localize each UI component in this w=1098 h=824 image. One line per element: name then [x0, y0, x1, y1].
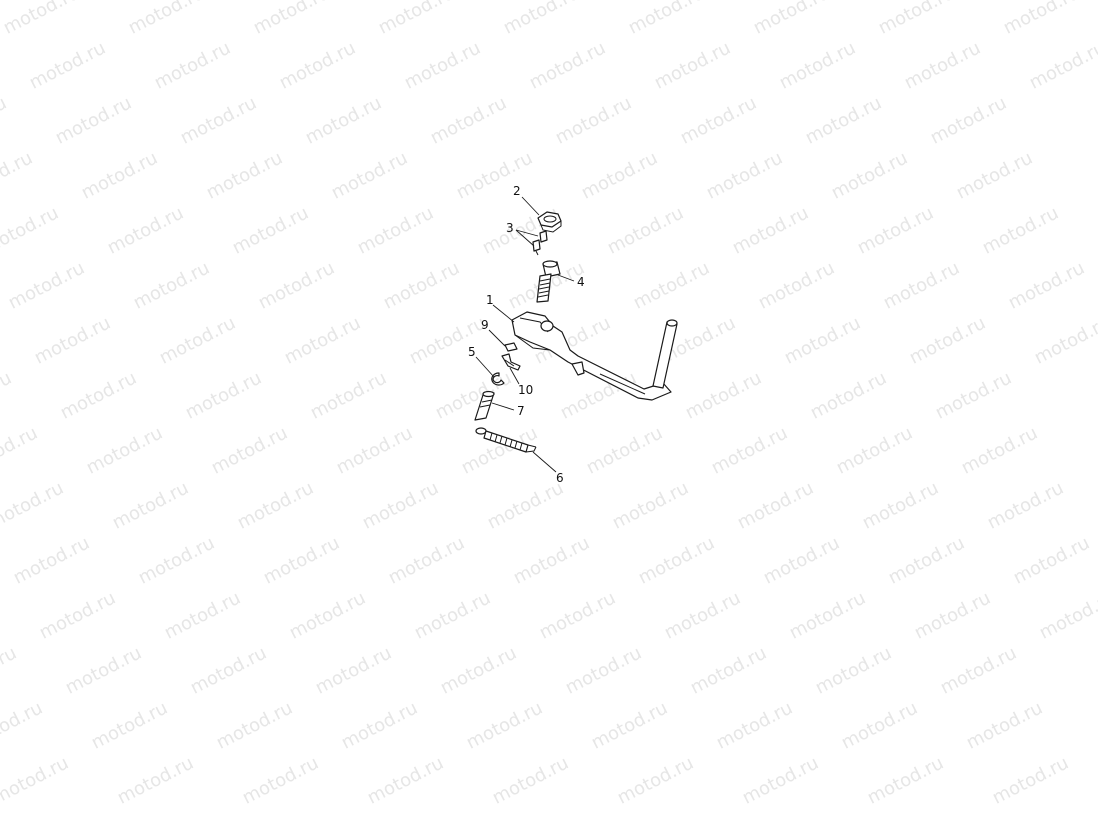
callout-7: 7 — [517, 404, 525, 418]
part-nut — [537, 211, 562, 233]
callout-5: 5 — [468, 345, 476, 359]
callout-1: 1 — [486, 293, 494, 307]
callout-3: 3 — [506, 221, 514, 235]
callout-10: 10 — [518, 383, 533, 397]
part-snap-ring — [491, 372, 505, 386]
part-side-stand — [511, 311, 678, 401]
callout-9: 9 — [481, 318, 489, 332]
callout-6: 6 — [556, 471, 564, 485]
part-bolt — [536, 260, 561, 303]
part-pins — [532, 230, 548, 256]
callout-labels: 2 3 4 1 9 5 10 7 6 — [468, 184, 585, 485]
part-spring — [475, 427, 537, 453]
part-sleeve — [474, 390, 495, 421]
callout-4: 4 — [577, 275, 585, 289]
leader-lines — [475, 196, 575, 473]
callout-2: 2 — [513, 184, 521, 198]
part-clip — [504, 342, 518, 352]
part-pin — [501, 353, 521, 371]
